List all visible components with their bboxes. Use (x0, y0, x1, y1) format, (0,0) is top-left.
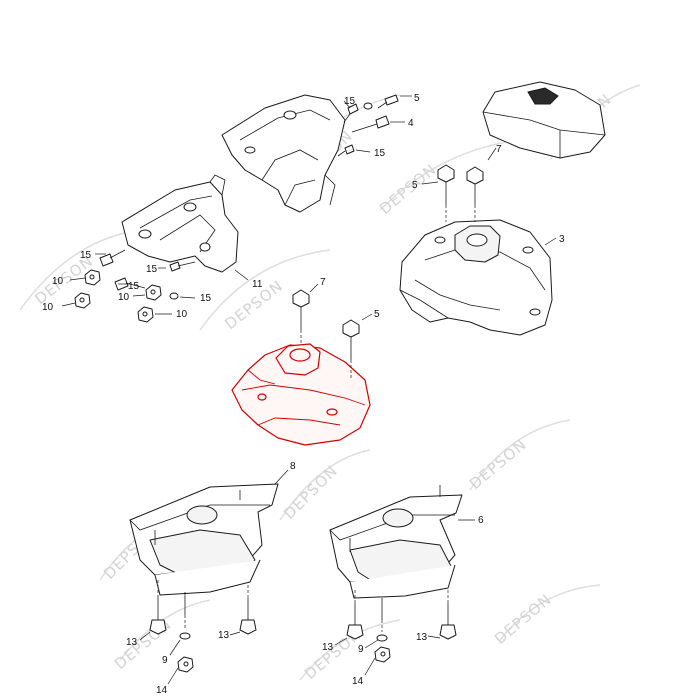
callout-13: 13 (322, 642, 334, 653)
callout-4: 4 (408, 118, 414, 129)
nut-icon (177, 656, 194, 673)
callout-9: 9 (162, 655, 168, 666)
watermark-text: DEPSON (491, 590, 555, 648)
washer-icon (363, 102, 373, 110)
callout-7: 7 (496, 144, 502, 155)
watermark-text: DEPSON (376, 160, 440, 218)
callout-5: 5 (412, 180, 418, 191)
callout-10: 10 (52, 276, 64, 287)
bolt-icon (99, 249, 126, 267)
bolt-icon (351, 115, 390, 133)
washer-icon (169, 292, 179, 300)
bolt-icon (437, 164, 455, 222)
callout-13: 13 (416, 632, 428, 643)
bolt-icon (169, 261, 196, 272)
bolt-icon (149, 580, 167, 635)
bolt-icon (439, 590, 457, 640)
watermark-text: DEPSON (466, 435, 530, 493)
fasteners (74, 94, 484, 673)
bolt-icon (377, 94, 399, 109)
leader-lines (61, 95, 557, 685)
bracket-11 (121, 174, 239, 273)
callout-5: 5 (374, 309, 380, 320)
bolt-icon (346, 590, 364, 640)
housing-3 (399, 219, 553, 336)
callout-10: 10 (42, 302, 54, 313)
nut-icon (84, 269, 101, 286)
engine-mount-7-highlighted (231, 343, 371, 446)
callout-9: 9 (358, 644, 364, 655)
callout-15: 15 (374, 148, 386, 159)
callout-15: 15 (200, 293, 212, 304)
nut-icon (137, 306, 154, 323)
callout-13: 13 (126, 637, 138, 648)
callout-15: 15 (344, 96, 356, 107)
upper-casting (221, 94, 346, 213)
bolt-icon (343, 103, 359, 123)
callout-3: 3 (559, 234, 565, 245)
washer-icon (376, 634, 388, 642)
callout-6: 6 (478, 515, 484, 526)
callout-8: 8 (290, 461, 296, 472)
washer-icon (179, 632, 191, 640)
callout-7: 7 (320, 277, 326, 288)
nut-icon (374, 646, 391, 663)
bolt-icon (337, 144, 355, 157)
nut-icon (74, 292, 91, 309)
callout-15: 15 (80, 250, 92, 261)
bolt-icon (292, 289, 310, 345)
bolt-icon (466, 166, 484, 222)
cap-2 (482, 81, 606, 159)
callout-14: 14 (156, 685, 168, 696)
bolt-icon (342, 319, 360, 378)
callout-15: 15 (146, 264, 158, 275)
bolt-icon (239, 585, 257, 635)
mount-6 (329, 485, 463, 599)
callout-labels: 3 4 5 5 5 6 7 7 8 9 9 10 10 10 10 15 11 … (42, 93, 565, 696)
callout-10: 10 (118, 292, 130, 303)
callout-11: 11 (252, 279, 263, 290)
callout-13: 13 (218, 630, 230, 641)
callout-10: 10 (176, 309, 188, 320)
watermark-logo: DEPSON (491, 584, 601, 648)
watermark-logo: DEPSON (466, 419, 571, 493)
callout-14: 14 (352, 676, 364, 687)
callout-5: 5 (414, 93, 420, 104)
callout-15: 15 (128, 281, 140, 292)
mount-8 (129, 483, 279, 596)
nut-icon (145, 284, 162, 301)
